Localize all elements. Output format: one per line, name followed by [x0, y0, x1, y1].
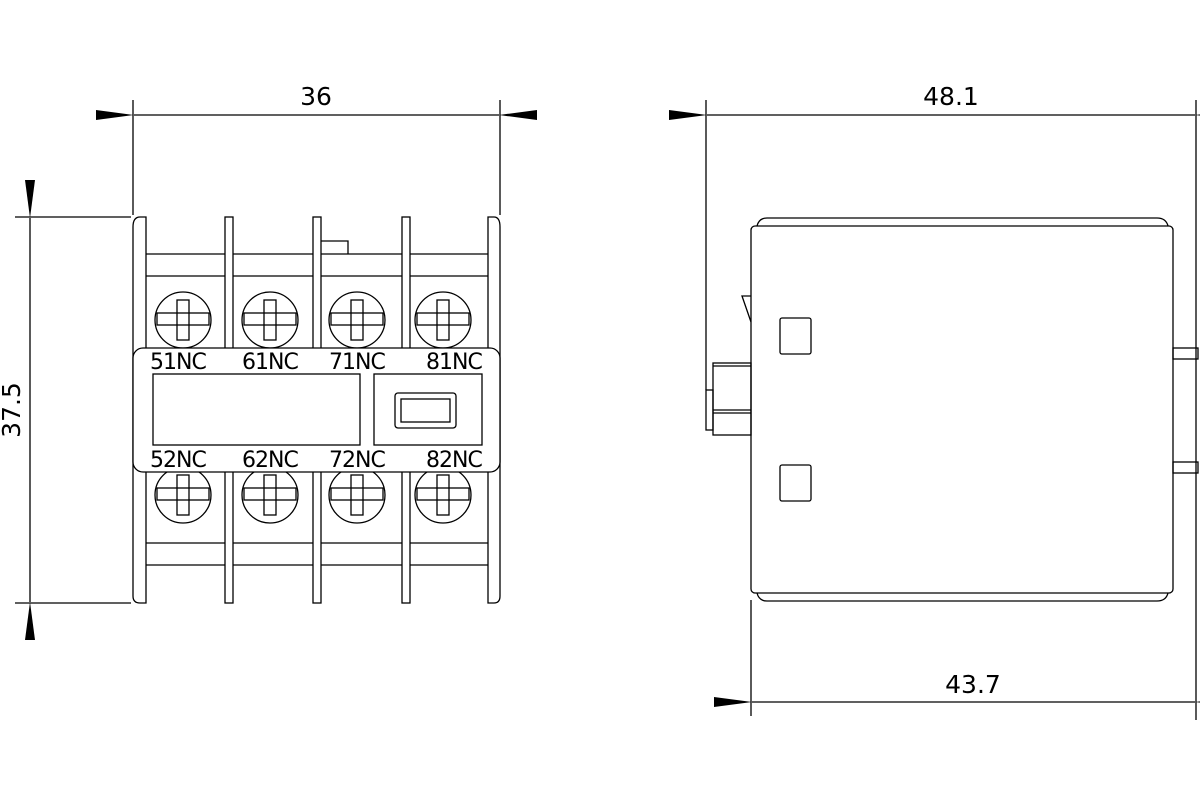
- screw-icon: [414, 466, 472, 524]
- dimension-label-48-1: 48.1: [923, 82, 979, 111]
- terminal-label: 52NC: [150, 448, 206, 473]
- dimension-height-front: 37.5: [0, 180, 131, 640]
- screw-icon: [154, 291, 212, 349]
- screw-icon: [414, 291, 472, 349]
- screw-icon: [241, 466, 299, 524]
- dimension-label-43-7: 43.7: [945, 670, 1001, 699]
- terminal-label: 71NC: [329, 350, 385, 375]
- side-view: [705, 217, 1199, 602]
- screw-icon: [328, 291, 386, 349]
- terminal-labels-top: 51NC 61NC 71NC 81NC: [150, 350, 483, 375]
- screw-icon: [241, 291, 299, 349]
- label-plate: [132, 347, 501, 473]
- terminal-label: 62NC: [242, 448, 298, 473]
- dimension-label-36: 36: [300, 82, 332, 111]
- dimension-width-front: 36: [96, 82, 537, 215]
- terminal-labels-bottom: 52NC 62NC 72NC 82NC: [150, 448, 483, 473]
- screw-icon: [328, 466, 386, 524]
- terminal-label: 82NC: [426, 448, 482, 473]
- screw-icon: [154, 466, 212, 524]
- front-view: 51NC 61NC 71NC 81NC 52NC 62NC 72NC 82NC: [132, 216, 501, 604]
- terminal-label: 51NC: [150, 350, 206, 375]
- terminal-label: 72NC: [329, 448, 385, 473]
- dimension-depth-total: 48.1: [669, 82, 1200, 720]
- dimension-label-37-5: 37.5: [0, 382, 26, 438]
- terminal-label: 81NC: [426, 350, 482, 375]
- terminal-label: 61NC: [242, 350, 298, 375]
- dimension-depth-body: 43.7: [714, 600, 1200, 716]
